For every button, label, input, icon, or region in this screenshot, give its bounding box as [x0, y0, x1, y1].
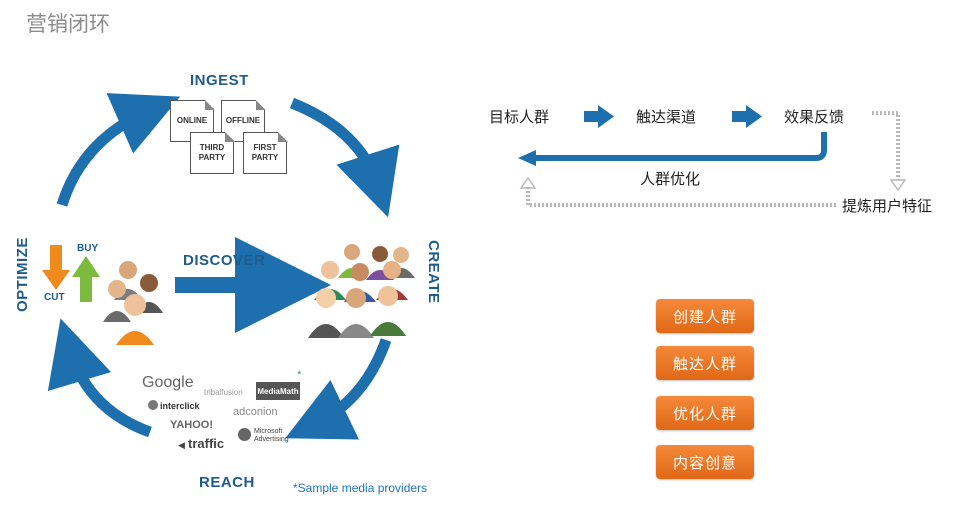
traffic-logo: traffic: [188, 436, 225, 451]
stage-reach-label: REACH: [199, 474, 255, 491]
traffic-triangle-icon: ◀: [178, 440, 185, 450]
large-people-group-icon: [308, 244, 415, 338]
cut-arrow: [42, 245, 70, 290]
cycle-arrow-create-reach: [285, 338, 392, 440]
stage-discover-label: DISCOVER: [183, 252, 266, 269]
adconion-logo: adconion: [233, 406, 278, 418]
buy-arrow: [72, 256, 100, 302]
tribalfusion-logo: tribalfusion: [204, 388, 243, 397]
page-title: 营销闭环: [26, 12, 110, 36]
flow-extract-label: 提炼用户特征: [842, 197, 933, 215]
buy-label: BUY: [77, 243, 99, 254]
create-audience-button[interactable]: 创建人群: [656, 299, 754, 333]
mediamath-logo: MediaMath: [256, 382, 300, 400]
flow-arrow-1: [584, 105, 614, 128]
extract-dashed-back-arrowhead: [519, 176, 537, 189]
star-icon: *: [297, 369, 302, 381]
cut-label: CUT: [44, 292, 65, 303]
extract-dashed-arrowhead: [889, 179, 907, 192]
document-third-party-icon: THIRD PARTY: [190, 131, 235, 174]
cycle-arrow-ingest-create: [289, 97, 400, 218]
sample-providers-note: *Sample media providers: [293, 481, 428, 495]
interclick-icon: [148, 400, 158, 410]
flow-step-reach-channel: 触达渠道: [636, 108, 697, 126]
optimize-loop-arrow: [536, 132, 827, 161]
optimize-loop-arrowhead: [518, 150, 536, 166]
optimize-audience-button[interactable]: 优化人群: [656, 396, 754, 430]
extract-dashed-down: [872, 111, 900, 180]
extract-dashed-back: [526, 186, 836, 207]
flow-arrow-2: [732, 105, 762, 128]
document-first-party-icon: FIRST PARTY: [243, 131, 288, 174]
reach-audience-button[interactable]: 触达人群: [656, 346, 754, 380]
interclick-logo: interclick: [160, 401, 200, 411]
content-creative-button[interactable]: 内容创意: [656, 445, 754, 479]
flow-step-target-audience: 目标人群: [489, 108, 550, 126]
stage-ingest-label: INGEST: [190, 72, 249, 89]
yahoo-logo: YAHOO!: [170, 419, 213, 431]
cycle-arrow-optimize-ingest: [56, 93, 181, 207]
flow-step-effect-feedback: 效果反馈: [784, 108, 845, 126]
google-logo: Google: [142, 374, 194, 391]
cycle-arrow-reach-optimize: [47, 318, 152, 438]
flow-loop-label: 人群优化: [640, 170, 701, 188]
microsoft-icon: [238, 428, 251, 441]
microsoft-advertising-logo: Microsoft Advertising: [254, 428, 289, 443]
small-people-group-icon: [103, 261, 163, 345]
